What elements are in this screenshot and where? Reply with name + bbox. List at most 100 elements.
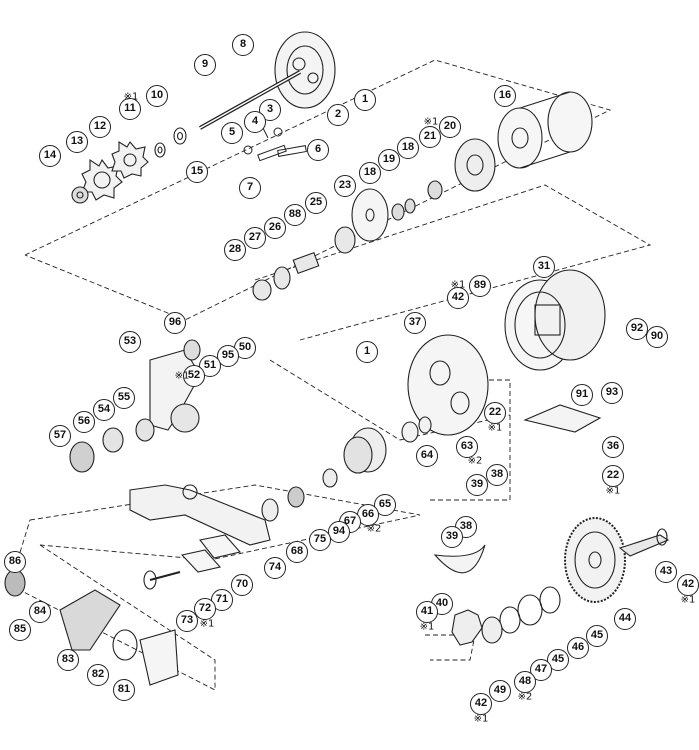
part-label: 64 (416, 445, 438, 467)
part-label: 44 (614, 608, 636, 630)
footnote-mark: ※1 (199, 618, 215, 630)
handle-arm-53 (149, 349, 201, 433)
part-label: 5 (221, 122, 243, 144)
footnote-mark: ※1 (605, 485, 621, 497)
part-label: 90 (646, 326, 668, 348)
part-label: 88 (284, 204, 306, 226)
part-label: 45 (586, 625, 608, 647)
part-label: 43 (655, 561, 677, 583)
part-label: 10 (146, 85, 168, 107)
part-label: 18 (397, 137, 419, 159)
part-label: 18 (359, 162, 381, 184)
washer-14 (71, 186, 89, 204)
part-label: 37 (404, 312, 426, 334)
part-label: 19 (378, 149, 400, 171)
part-label: 89 (469, 275, 491, 297)
part-label: 47 (530, 659, 552, 681)
spool-16 (497, 91, 593, 169)
part-label: 42 (470, 693, 492, 715)
footnote-mark: ※1 (423, 116, 439, 128)
part-label: 9 (194, 54, 216, 76)
part-label: 71 (211, 589, 233, 611)
part-label: 46 (567, 637, 589, 659)
part-label: 93 (601, 382, 623, 404)
cap-86 (4, 569, 26, 597)
part-label: 94 (328, 521, 350, 543)
part-label: 15 (186, 161, 208, 183)
part-label: 54 (93, 399, 115, 421)
part-label: 50 (234, 337, 256, 359)
part-label: 73 (176, 610, 198, 632)
ring-82 (112, 629, 138, 661)
part-label: 11 (119, 98, 141, 120)
part-label: 14 (39, 145, 61, 167)
washers-63-64 (401, 416, 432, 443)
footnote-mark: ※1 (487, 422, 503, 434)
footnote-mark: ※1 (680, 594, 696, 606)
knob-96 (183, 339, 201, 361)
part-label: 63 (456, 436, 478, 458)
part-label: 38 (486, 464, 508, 486)
assembly-guide-lines (9, 59, 652, 691)
part-label: 42 (677, 574, 699, 596)
footnote-mark: ※2 (517, 691, 533, 703)
bolt-73 (143, 570, 181, 590)
part-label: 22 (484, 402, 506, 424)
part-label: 72 (194, 598, 216, 620)
side-plate-2 (274, 31, 336, 109)
plate-20 (454, 138, 496, 192)
handle-74 (129, 484, 271, 546)
part-label: 96 (164, 312, 186, 334)
footnote-mark: ※2 (366, 523, 382, 535)
part-label: 21 (419, 126, 441, 148)
part-label: 42 (447, 287, 469, 309)
part-label: 39 (441, 526, 463, 548)
brake-40 (433, 544, 486, 574)
part-label: 39 (466, 474, 488, 496)
footnote-mark: ※1 (473, 713, 489, 725)
disc-23 (351, 188, 389, 242)
handle-plates-70-72 (180, 534, 242, 573)
part-label: 95 (217, 345, 239, 367)
gear-65 (343, 427, 387, 474)
part-label: 31 (533, 256, 555, 278)
part-label: 75 (309, 529, 331, 551)
part-label: 85 (9, 619, 31, 641)
footnote-mark: ※2 (467, 455, 483, 467)
part-label: 1 (356, 341, 378, 363)
part-label: 23 (334, 175, 356, 197)
rings-45-49 (451, 586, 561, 646)
washer-15 (154, 142, 166, 158)
part-label: 12 (89, 116, 111, 138)
washers-67-68-75 (261, 468, 338, 522)
part-label: 81 (113, 679, 135, 701)
clutch-plate-36 (523, 404, 602, 433)
part-label: 66 (357, 504, 379, 526)
part-label: 8 (232, 34, 254, 56)
part-label: 20 (439, 116, 461, 138)
bearings-18-19 (391, 180, 443, 221)
part-label: 92 (626, 318, 648, 340)
washer-10 (173, 127, 187, 145)
part-label: 4 (244, 111, 266, 133)
part-label: 16 (494, 85, 516, 107)
part-label: 74 (264, 557, 286, 579)
main-gear-44 (564, 517, 626, 603)
part-label: 53 (119, 331, 141, 353)
part-label: 70 (231, 574, 253, 596)
footnote-mark: ※1 (450, 279, 466, 291)
part-label: 28 (224, 239, 246, 261)
part-label: 6 (307, 139, 329, 161)
footnote-mark: ※1 (123, 91, 139, 103)
part-label: 1 (354, 89, 376, 111)
part-label: 83 (57, 649, 79, 671)
frame-31 (504, 269, 606, 371)
part-label: 13 (66, 131, 88, 153)
part-label: 65 (374, 494, 396, 516)
part-label: 86 (4, 551, 26, 573)
part-label: 7 (239, 177, 261, 199)
footnote-mark: ※1 (419, 621, 435, 633)
part-label: 41 (416, 601, 438, 623)
